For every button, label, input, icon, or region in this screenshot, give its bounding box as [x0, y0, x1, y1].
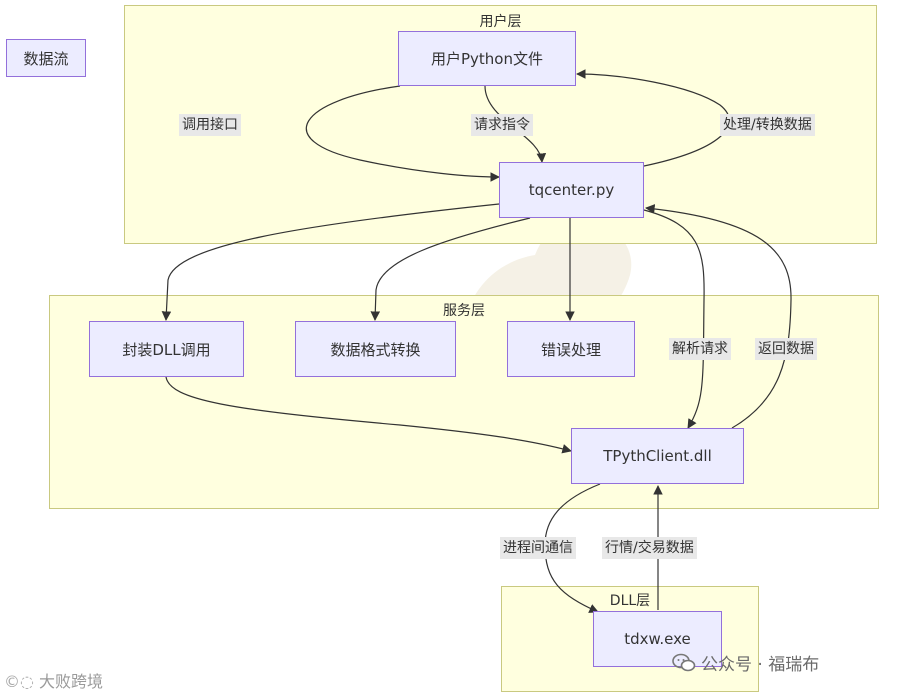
- wrap-dll-call-node[interactable]: 封装DLL调用: [89, 321, 244, 377]
- data-format-conversion-node[interactable]: 数据格式转换: [295, 321, 456, 377]
- edge-label-call-api: 调用接口: [179, 114, 241, 136]
- tpythclient-dll-node[interactable]: TPythClient.dll: [571, 428, 744, 484]
- edge-label-parse-request: 解析请求: [669, 338, 731, 360]
- dll-layer-title: DLL层: [609, 593, 651, 609]
- edge-label-return-data: 返回数据: [755, 338, 817, 360]
- edge-label-process-convert: 处理/转换数据: [720, 114, 815, 136]
- user-layer-title: 用户层: [479, 14, 522, 30]
- edge-label-market-trade: 行情/交易数据: [602, 537, 697, 559]
- edge-label-request-cmd: 请求指令: [471, 114, 533, 136]
- data-flow-node[interactable]: 数据流: [6, 39, 86, 77]
- wechat-watermark: 公众号 · 福瑞布: [672, 650, 819, 675]
- tdxw-exe-node[interactable]: tdxw.exe: [593, 611, 722, 667]
- service-layer-title: 服务层: [443, 303, 485, 319]
- wechat-account-text: 公众号 · 福瑞布: [701, 655, 820, 675]
- edge-label-ipc: 进程间通信: [500, 537, 576, 559]
- user-python-file-node[interactable]: 用户Python文件: [398, 31, 576, 86]
- wechat-icon: [672, 653, 696, 671]
- left-watermark-text: 大败跨境: [39, 672, 104, 691]
- error-handling-node[interactable]: 错误处理: [507, 321, 635, 377]
- left-watermark: ©◌ 大败跨境: [4, 668, 103, 692]
- tqcenter-node[interactable]: tqcenter.py: [499, 162, 644, 218]
- left-watermark-logo-icon: ©◌: [4, 672, 40, 691]
